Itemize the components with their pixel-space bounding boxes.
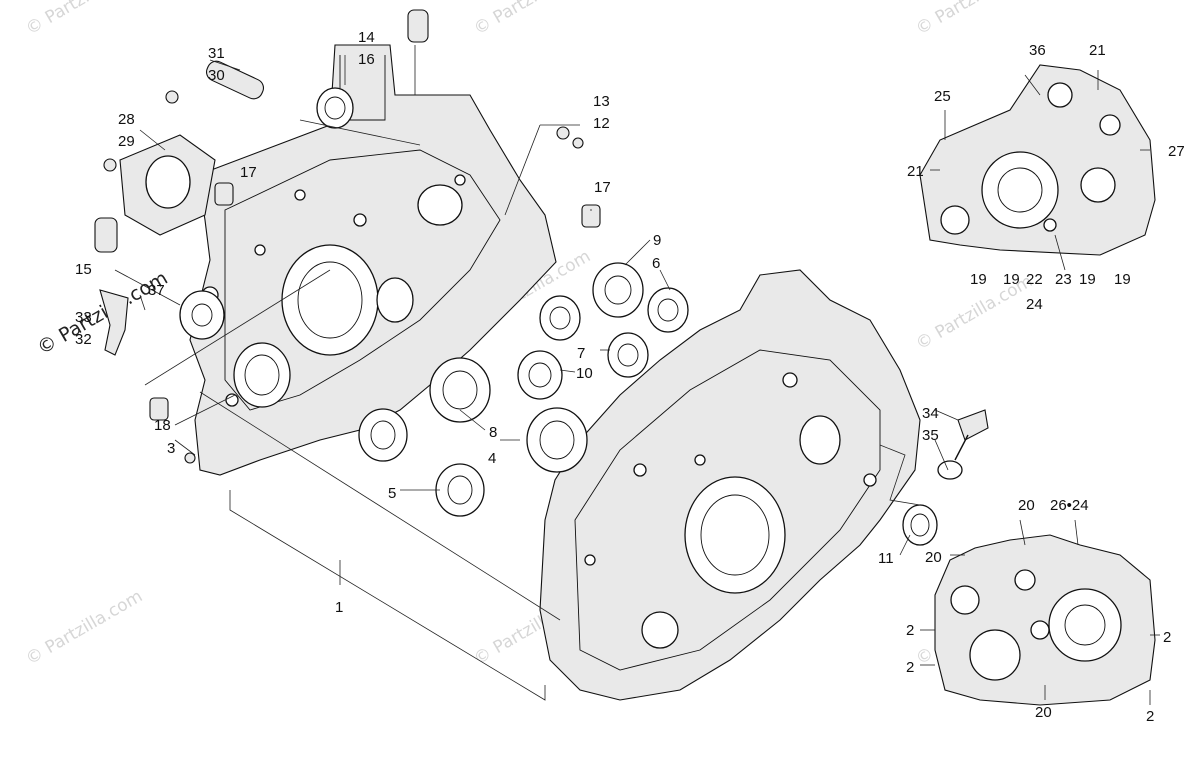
left-side-small-parts: [94, 9, 601, 464]
right-crankcase-half: [539, 269, 921, 701]
callout-28: 28: [118, 111, 135, 128]
callout-21: 21: [1089, 42, 1106, 59]
bearing-set: [358, 262, 689, 517]
callout-4: 4: [488, 450, 496, 467]
watermark-main-text: © Partzilla.com: [34, 267, 172, 359]
callout-19: 19: [970, 271, 987, 288]
callout-19: 19: [1114, 271, 1131, 288]
callout-22: 22: [1026, 271, 1043, 288]
callout-12: 12: [593, 115, 610, 132]
watermark-text: © Partzilla.com: [913, 0, 1037, 39]
callout-19: 19: [1003, 271, 1020, 288]
callout-30: 30: [208, 67, 225, 84]
callout-2: 2: [906, 659, 914, 676]
callout-32: 32: [75, 331, 92, 348]
callout-9: 9: [653, 232, 661, 249]
callout-35: 35: [922, 427, 939, 444]
callout-16: 16: [358, 51, 375, 68]
callout-10: 10: [576, 365, 593, 382]
callout-labels: 1 2 2 2 2 3 4 5 6 7 8 9 10 11 12 13 14 1…: [75, 29, 1185, 725]
callout-34: 34: [922, 405, 939, 422]
callout-20: 20: [1018, 497, 1035, 514]
callout-5: 5: [388, 485, 396, 502]
callout-2: 2: [906, 622, 914, 639]
callout-15: 15: [75, 261, 92, 278]
callout-3: 3: [167, 440, 175, 457]
callout-6: 6: [652, 255, 660, 272]
right-side-small-parts: [902, 409, 989, 546]
callout-33: 33: [75, 309, 92, 326]
callout-20: 20: [925, 549, 942, 566]
callout-11: 11: [878, 550, 894, 567]
callout-27: 27: [1168, 143, 1185, 160]
callout-20: 20: [1035, 704, 1052, 721]
callout-37: 37: [148, 282, 165, 299]
callout-36: 36: [1029, 42, 1046, 59]
watermark-text: © Partzilla.com: [23, 0, 147, 39]
inset-crankcase-bottom: [934, 534, 1156, 706]
callout-14: 14: [358, 29, 375, 46]
callout-19: 19: [1079, 271, 1096, 288]
callout-18: 18: [154, 417, 171, 434]
callout-24: 24: [1026, 296, 1043, 313]
callout-25: 25: [934, 88, 951, 105]
callout-2: 2: [1146, 708, 1154, 725]
inset-crankcase-top: [919, 64, 1156, 256]
callout-23: 23: [1055, 271, 1072, 288]
watermark-text: © Partzilla.com: [471, 0, 595, 39]
callout-21: 21: [907, 163, 924, 180]
callout-1: 1: [335, 599, 343, 616]
callout-8: 8: [489, 424, 497, 441]
callout-29: 29: [118, 133, 135, 150]
callout-7: 7: [577, 345, 585, 362]
callout-26-24: 26•24: [1050, 497, 1089, 514]
left-crankcase-half: [189, 44, 557, 476]
callout-17: 17: [594, 179, 611, 196]
callout-2: 2: [1163, 629, 1171, 646]
watermark-text: © Partzilla.com: [23, 586, 147, 669]
callout-31: 31: [208, 45, 225, 62]
callout-17: 17: [240, 164, 257, 181]
callout-13: 13: [593, 93, 610, 110]
leader-lines: [114, 45, 1160, 705]
